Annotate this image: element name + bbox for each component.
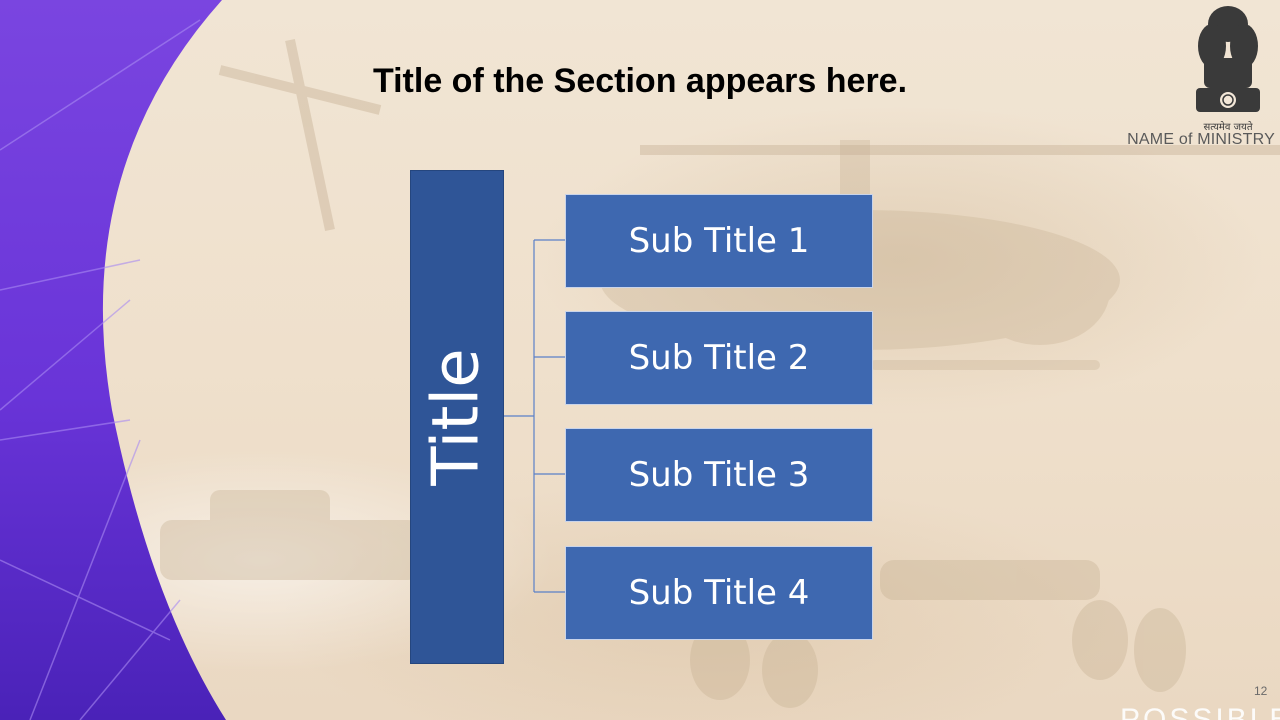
subtitle-box-1: Sub Title 1	[565, 194, 873, 288]
subtitle-box-4: Sub Title 4	[565, 546, 873, 640]
emblem-motto: सत्यमेव जयते	[1203, 121, 1252, 133]
brand-watermark: POSSIBLE	[1120, 703, 1280, 720]
section-title: Title of the Section appears here.	[372, 62, 908, 100]
page-number: 12	[1254, 684, 1268, 698]
national-emblem-icon: सत्यमेव जयते	[1196, 6, 1260, 133]
subtitle-box-3: Sub Title 3	[565, 428, 873, 522]
subtitle-box-2: Sub Title 2	[565, 311, 873, 405]
diagram-title: Title	[420, 348, 494, 486]
diagram-title-box: Title	[410, 170, 504, 664]
ministry-name: NAME of MINISTRY	[1127, 131, 1275, 148]
purple-arc-band	[0, 0, 226, 720]
